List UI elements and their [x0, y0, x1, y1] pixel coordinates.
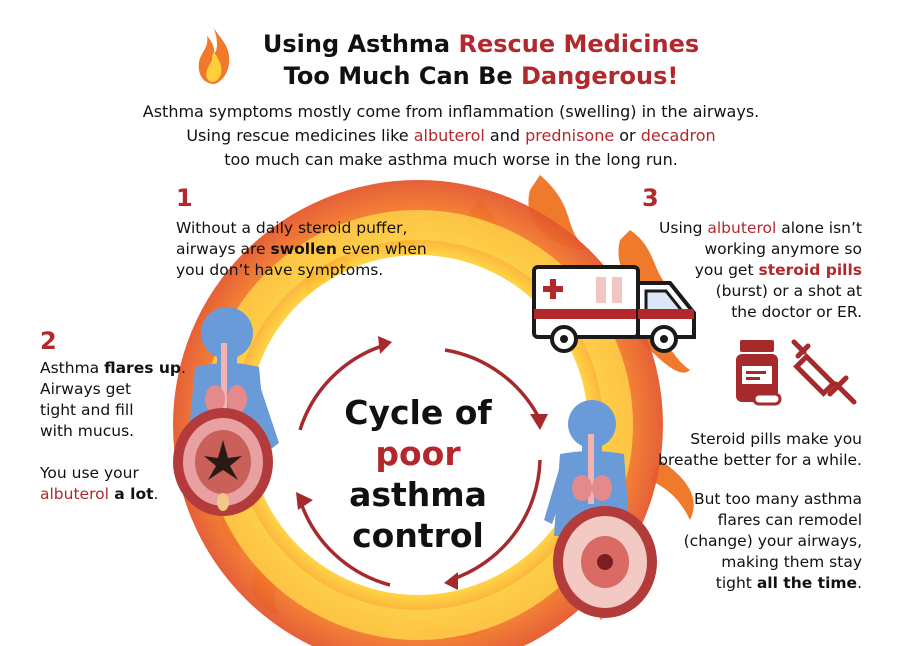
step3-line1: Using albuterol alone isn’t	[659, 218, 862, 239]
step4-line4: flares can remodel	[717, 511, 862, 529]
airway-cross-section-icon	[173, 408, 273, 516]
step3-line1-c: alone isn’t	[776, 219, 862, 237]
intro-line2-a: Using rescue medicines like	[186, 126, 414, 145]
cycle-line1: Cycle of	[344, 393, 492, 432]
title-line1-b: Rescue Medicines	[458, 30, 700, 58]
title-line2-a: Too Much Can Be	[283, 62, 521, 90]
step2-line6-c: .	[153, 485, 159, 503]
step2-line4: with mucus.	[40, 422, 135, 440]
cycle-line3: asthma	[349, 475, 487, 514]
step4-line5: (change) your airways,	[683, 532, 862, 550]
step2-line2: Airways get	[40, 380, 132, 398]
intro-line1: Asthma symptoms mostly come from inflamm…	[142, 102, 760, 121]
step4-line2: breathe better for a while.	[658, 451, 862, 469]
step4-line7: tight all the time.	[658, 573, 862, 594]
airway-remodeled-icon	[553, 506, 657, 618]
step3-line2: working anymore so	[704, 240, 862, 258]
cycle-label: Cycle of poor asthma control	[318, 392, 518, 556]
step1-line2-c: even when	[336, 240, 427, 258]
flame-icon	[198, 28, 230, 84]
step3-line4: (burst) or a shot at	[715, 282, 862, 300]
step2-line1: Asthma flares up.	[40, 358, 186, 379]
step4-line3: But too many asthma	[693, 490, 862, 508]
step1-line2-b: swollen	[270, 240, 337, 258]
intro-line3: too much can make asthma much worse in t…	[224, 150, 678, 169]
prednisone-term: prednisone	[525, 126, 615, 145]
step2-line1-b: flares up	[104, 359, 181, 377]
step1-line2-a: airways are	[176, 240, 271, 258]
cycle-arrows	[298, 343, 542, 587]
step2-line1-a: Asthma	[40, 359, 105, 377]
pill-bottle-icon	[736, 340, 782, 406]
step3-line3-b: steroid pills	[758, 261, 862, 279]
step2-line6-b: a lot	[108, 485, 154, 503]
step3-line5: the doctor or ER.	[731, 303, 862, 321]
title-line1-a: Using Asthma	[262, 30, 459, 58]
albuterol-term: albuterol	[413, 126, 485, 145]
step3-line1-b: albuterol	[707, 219, 777, 237]
step1-text: Without a daily steroid puffer, airways …	[176, 218, 427, 281]
step3-line3: you get steroid pills	[659, 260, 862, 281]
step2-number: 2	[40, 327, 57, 355]
intro-line2: Using rescue medicines like albuterol an…	[0, 124, 902, 148]
intro-line2-e: or	[614, 126, 641, 145]
cycle-line4: control	[352, 516, 484, 555]
step4-line1: Steroid pills make you	[690, 430, 862, 448]
step1-line3: you don’t have symptoms.	[176, 261, 384, 279]
step4-line7-c: .	[857, 574, 862, 592]
step1-line2: airways are swollen even when	[176, 239, 427, 260]
step2-line1-c: .	[180, 359, 186, 377]
step3-text: Using albuterol alone isn’t working anym…	[659, 218, 862, 323]
syringe-icon	[791, 339, 857, 405]
step2-text: Asthma flares up. Airways get tight and …	[40, 358, 186, 505]
title-line2-b: Dangerous!	[521, 62, 679, 90]
step2-line3: tight and fill	[40, 401, 134, 419]
step4-line7-b: all the time	[756, 574, 858, 592]
page-title: Using Asthma Rescue Medicines Too Much C…	[0, 28, 902, 92]
step3-line1-a: Using	[659, 219, 708, 237]
intro-line2-c: and	[484, 126, 526, 145]
step3-number: 3	[642, 184, 659, 212]
step4-line7-a: tight	[715, 574, 757, 592]
step1-number: 1	[176, 184, 193, 212]
step1-line1: Without a daily steroid puffer,	[176, 219, 408, 237]
step2-line6-a: albuterol	[40, 485, 109, 503]
step4-line6: making them stay	[721, 553, 862, 571]
center-disc	[248, 255, 588, 595]
step3-line3-a: you get	[694, 261, 759, 279]
step2-line5: You use your	[40, 464, 139, 482]
step4-text: Steroid pills make you breathe better fo…	[658, 429, 862, 594]
decadron-term: decadron	[640, 126, 716, 145]
ambulance-icon	[532, 265, 696, 353]
step2-line6: albuterol a lot.	[40, 484, 186, 505]
intro-text: Asthma symptoms mostly come from inflamm…	[0, 100, 902, 172]
cycle-line2: poor	[375, 434, 461, 473]
